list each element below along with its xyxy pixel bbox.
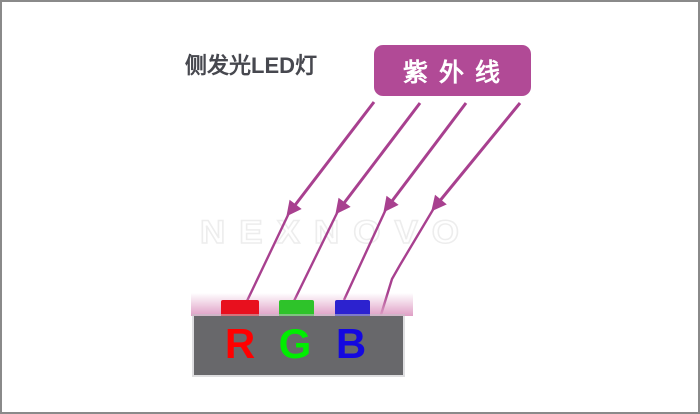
led-chip-red [221, 300, 259, 316]
uv-ray-2 [335, 102, 422, 215]
led-bar: R G B [194, 316, 403, 375]
uv-ray-3 [383, 102, 468, 213]
diagram-title: 侧发光LED灯 [185, 53, 318, 78]
led-letter-r: R [224, 320, 256, 367]
led-letter-g: G [278, 320, 312, 367]
uv-label: 紫 外 线 [403, 58, 502, 87]
led-chip-green [279, 300, 314, 316]
led-letter-b: B [335, 320, 367, 367]
uv-ray-4 [431, 102, 522, 212]
uv-ray-1 [286, 101, 376, 217]
led-chip-blue [335, 300, 370, 316]
watermark: NEXNOVO [199, 214, 474, 251]
uv-label-box: 紫 外 线 [374, 45, 531, 96]
